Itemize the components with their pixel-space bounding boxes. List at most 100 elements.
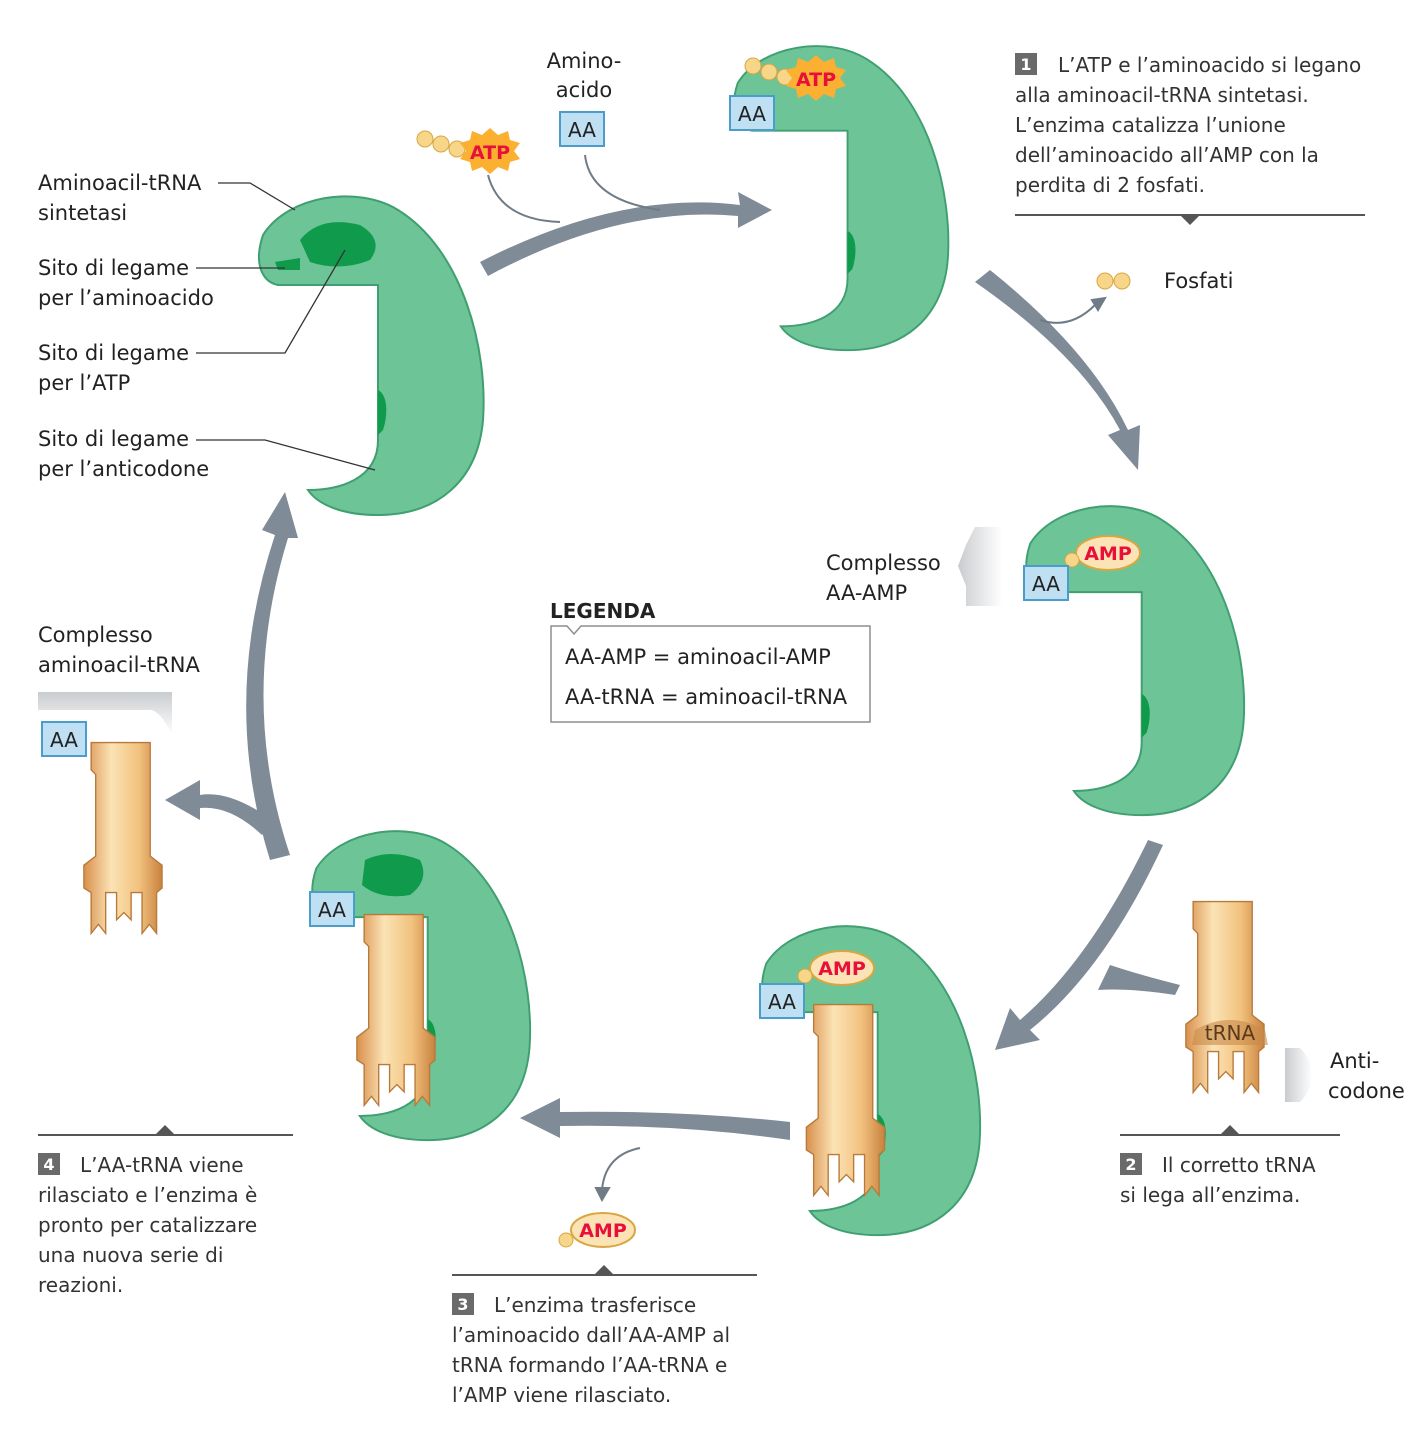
aa-label: AA [50,728,78,752]
amp-label: AMP [1084,543,1132,565]
step-text-line: alla aminoacil-tRNA sintetasi. [1015,83,1309,107]
step-text-line: reazioni. [38,1273,123,1297]
atp-site-label-line2: per l’ATP [38,371,130,395]
legend-line2: AA-tRNA = aminoacil-tRNA [565,685,848,709]
aa-label: AA [318,898,346,922]
step-number: 2 [1125,1155,1136,1174]
step-text-line: L’ATP e l’aminoacido si legano [1058,53,1361,77]
side-arrows [487,154,1107,1203]
aa-label: AA [1032,572,1060,596]
anticodon-brace [1285,1048,1312,1102]
amp-oval [570,1212,636,1248]
aminoacid-label-line2: acido [556,78,612,102]
step-2-caption: 2 Il corretto tRNA si lega all’enzima. [1120,1125,1340,1207]
aa-label: AA [768,990,796,1014]
atp-label: ATP [796,69,836,91]
atp-site-label-line1: Sito di legame [38,341,189,365]
step-1-caption: 1 L’ATP e l’aminoacido si legano alla am… [1015,53,1365,225]
step-text-line: L’AA-tRNA viene [80,1153,244,1177]
step-number-badge [452,1293,474,1315]
synthetase-label-line1: Aminoacil-tRNA [38,171,202,195]
step-4-caption: 4 L’AA-tRNA viene rilasciato e l’enzima … [38,1125,293,1297]
enzyme-step3: AMP AA [759,925,982,1237]
legend: LEGENDA AA-AMP = aminoacil-AMP AA-tRNA =… [550,599,871,723]
aminoacid-label-line1: Amino- [547,49,622,73]
aa-site-label-line2: per l’aminoacido [38,286,214,310]
enzyme-step4: AA [309,830,532,1142]
released-amp: AMP [558,1212,636,1248]
arrow-step4-up [246,492,298,860]
cycle-arrows [165,192,1180,1140]
step-text-line: perdita di 2 fosfati. [1015,173,1205,197]
step-text-line: l’AMP viene rilasciato. [452,1383,671,1407]
aminoacyl-trna-complex: Complesso aminoacil-tRNA AA [38,623,201,935]
step-number-badge [1015,53,1037,75]
anticodon-label-line2: codone [1328,1079,1405,1103]
atp-label: ATP [470,142,510,164]
aa-box [759,983,805,1019]
step-text-line: L’enzima catalizza l’unione [1015,113,1286,137]
enzyme-step1: ATP AA [729,45,950,352]
free-atp: ATP [416,128,520,174]
arrow-step3 [520,1098,790,1140]
amp-oval [809,950,875,986]
enzyme-site-labels: Aminoacil-tRNA sintetasi Sito di legame … [38,171,376,481]
step-number: 4 [43,1155,54,1174]
aa-label: AA [738,102,766,126]
step-number-badge [1120,1153,1142,1175]
arrow-trna-join [1098,965,1180,995]
aa-binding-site [275,258,300,270]
aa-box [1023,565,1069,601]
step-number-badge [38,1153,60,1175]
anticodon-label-line1: Anti- [1330,1049,1379,1073]
anticodon-site-label-line2: per l’anticodone [38,457,209,481]
step-number: 1 [1020,55,1031,74]
aa-box [729,95,775,131]
legend-title: LEGENDA [550,599,656,623]
enzyme-empty [257,195,485,516]
aa-box [559,111,605,147]
step-text-line: Il corretto tRNA [1162,1153,1316,1177]
step-number: 3 [457,1295,468,1314]
aa-label: AA [568,118,596,142]
arrow-to-step2 [975,270,1140,470]
step-text-line: una nuova serie di [38,1243,223,1267]
aa-amp-complex-callout: Complesso AA-AMP [826,527,1002,606]
aa-trna-complex-brace [38,692,172,735]
step-text-line: rilasciato e l’enzima è [38,1183,257,1207]
atp-burst [460,128,520,174]
step-text-line: pronto per catalizzare [38,1213,257,1237]
step-text-line: tRNA formando l’AA-tRNA e [452,1353,727,1377]
aa-amp-complex-brace [958,527,1002,606]
synthetase-label-line2: sintetasi [38,201,127,225]
step-text-line: dell’aminoacido all’AMP con la [1015,143,1319,167]
anticodon-site-label-line1: Sito di legame [38,427,189,451]
trna-label: tRNA [1205,1021,1256,1045]
amp-label: AMP [579,1220,627,1242]
aa-box [41,721,87,757]
amp-oval [1075,535,1141,571]
amp-label: AMP [818,958,866,980]
step-text-line: si lega all’enzima. [1120,1183,1300,1207]
arrow-step2 [995,840,1163,1050]
aa-amp-complex-label-line1: Complesso [826,551,941,575]
released-phosphates: Fosfati [1096,269,1233,293]
aa-trna-complex-label-line2: aminoacil-tRNA [38,653,201,677]
free-trna: tRNA Anti- codone [1185,900,1405,1103]
aa-box [309,891,355,927]
aa-site-label-line1: Sito di legame [38,256,189,280]
atp-binding-site [300,222,376,267]
atp-burst [786,55,846,101]
aa-trna-complex-label-line1: Complesso [38,623,153,647]
step-3-caption: 3 L’enzima trasferisce l’aminoacido dall… [452,1265,757,1407]
arrow-step1 [480,192,772,276]
enzyme-step2: AMP AA [1023,505,1246,817]
free-aminoacid: AA Amino- acido [547,49,622,147]
aa-amp-complex-label-line2: AA-AMP [826,581,907,605]
step-text-line: l’aminoacido dall’AA-AMP al [452,1323,730,1347]
arrow-step4-release [165,780,272,835]
phosphates-label: Fosfati [1164,269,1233,293]
step-text-line: L’enzima trasferisce [494,1293,696,1317]
legend-line1: AA-AMP = aminoacil-AMP [565,645,831,669]
